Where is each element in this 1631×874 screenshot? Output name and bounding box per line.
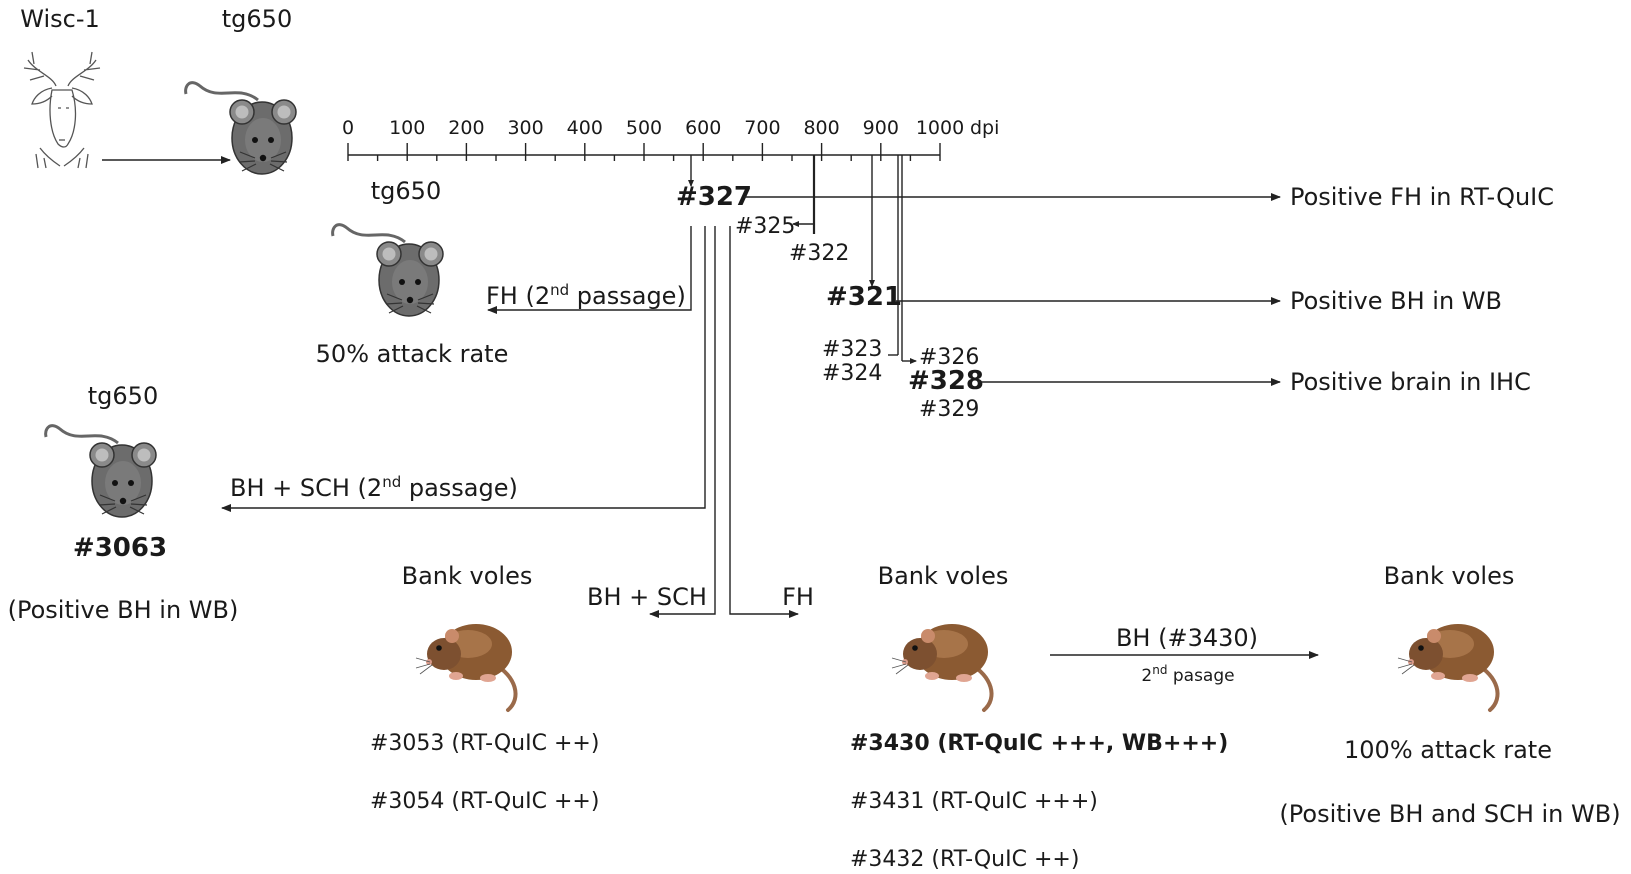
animal-325: #325 bbox=[735, 214, 795, 239]
voles-bh-sch-arrow-label: BH + SCH bbox=[587, 583, 707, 611]
axis-tick-label: 900 bbox=[863, 117, 899, 139]
vole-3054: #3054 (RT-QuIC ++) bbox=[370, 789, 599, 814]
vole-passage-result2: (Positive BH and SCH in WB) bbox=[1279, 800, 1620, 828]
first-host-label: tg650 bbox=[222, 5, 292, 33]
tg650-bh-host-label: tg650 bbox=[88, 382, 158, 410]
tg650-group-label: tg650 bbox=[371, 177, 441, 205]
tg650-bh-result: (Positive BH in WB) bbox=[8, 596, 239, 624]
voles-fh-arrow bbox=[730, 226, 798, 614]
axis-tick-label: 0 bbox=[342, 117, 354, 139]
axis-tick-label: 200 bbox=[448, 117, 484, 139]
axis-tick-label: 1000 bbox=[916, 117, 964, 139]
timeline-axis: 0 100 200 300 400 500 600 700 800 900 1000 dpi bbox=[342, 117, 999, 161]
voles-passage-host-label: Bank voles bbox=[1384, 562, 1515, 590]
vole-3432: #3432 (RT-QuIC ++) bbox=[850, 847, 1079, 872]
voles-bh-sch-label: Bank voles bbox=[402, 562, 533, 590]
mouse-icon bbox=[333, 225, 443, 316]
mouse-icon bbox=[46, 426, 156, 517]
animal-323: #323 bbox=[822, 337, 882, 362]
timeline-unit: dpi bbox=[970, 117, 999, 139]
bank-vole-icon bbox=[416, 624, 516, 710]
deer-head-icon bbox=[24, 52, 100, 168]
vole-3053: #3053 (RT-QuIC ++) bbox=[370, 731, 599, 756]
animal-324: #324 bbox=[822, 361, 882, 386]
bank-vole-icon bbox=[892, 624, 992, 710]
animal-322: #322 bbox=[789, 241, 849, 266]
bh-sch-passage-label: BH + SCH (2nd passage) bbox=[230, 473, 518, 502]
bank-vole-icon bbox=[1398, 624, 1498, 710]
vole-passage-result: 100% attack rate bbox=[1344, 736, 1552, 764]
animal-328: #328 bbox=[908, 366, 984, 396]
vole-3431: #3431 (RT-QuIC +++) bbox=[850, 789, 1098, 814]
animal-329: #329 bbox=[919, 397, 979, 422]
fh-passage-result: 50% attack rate bbox=[316, 340, 509, 368]
axis-tick-label: 400 bbox=[567, 117, 603, 139]
animal-327: #327 bbox=[676, 182, 752, 212]
animal-321: #321 bbox=[826, 282, 902, 312]
vole-passage-label: BH (#3430) bbox=[1116, 624, 1258, 652]
vole-3430: #3430 (RT-QuIC +++, WB+++) bbox=[850, 731, 1228, 756]
outcome-fh-rtquic: Positive FH in RT-QuIC bbox=[1290, 183, 1554, 211]
source-label: Wisc-1 bbox=[20, 5, 100, 33]
axis-tick-label: 300 bbox=[507, 117, 543, 139]
axis-tick-label: 600 bbox=[685, 117, 721, 139]
outcome-bh-wb: Positive BH in WB bbox=[1290, 287, 1502, 315]
animal-3063: #3063 bbox=[73, 533, 167, 563]
axis-tick-label: 100 bbox=[389, 117, 425, 139]
axis-tick-label: 800 bbox=[803, 117, 839, 139]
outcome-brain-ihc: Positive brain in IHC bbox=[1290, 368, 1531, 396]
axis-tick-label: 500 bbox=[626, 117, 662, 139]
voles-fh-label: Bank voles bbox=[878, 562, 1009, 590]
vole-passage-sublabel: 2nd pasage bbox=[1141, 663, 1234, 686]
axis-tick-label: 700 bbox=[744, 117, 780, 139]
voles-fh-arrow-label: FH bbox=[782, 583, 814, 611]
fh-passage-label: FH (2nd passage) bbox=[486, 281, 686, 310]
